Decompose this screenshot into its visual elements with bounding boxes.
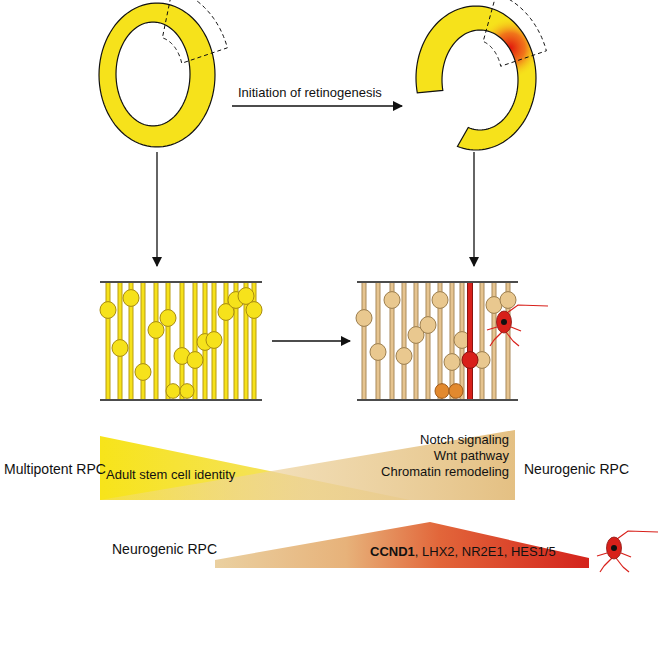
highlight-gene: CCND1: [370, 544, 415, 559]
cell-process: [167, 283, 170, 399]
dendrite: [494, 332, 502, 340]
cell-nucleus: [500, 292, 516, 309]
cell-process: [363, 283, 366, 399]
dendrite: [600, 566, 604, 572]
cell-process: [181, 283, 184, 399]
zoom-arrow: [473, 152, 474, 266]
transition-arrow: [272, 340, 350, 341]
wedge-label: Notch signaling: [420, 432, 509, 447]
zoom-arrow: [156, 152, 157, 266]
cell-nucleus: [166, 384, 180, 399]
cell-process: [480, 283, 485, 399]
cell-process: [107, 283, 110, 399]
wedge-label: Wnt pathway: [434, 448, 509, 463]
cell-panels: [100, 283, 548, 399]
cell-nucleus: [187, 352, 203, 369]
cell-nucleus: [160, 310, 176, 327]
cell-nucleus: [444, 354, 460, 371]
dashed-region: [483, 0, 546, 66]
panel-line: [100, 399, 262, 401]
cell-nucleus: [384, 292, 400, 309]
panel-line: [357, 399, 518, 401]
dendrite: [487, 327, 497, 330]
dendrite: [623, 567, 629, 572]
cell-process: [154, 283, 159, 399]
axon: [507, 305, 548, 313]
cell-nucleus: [135, 364, 151, 381]
axon: [617, 531, 658, 539]
cell-process: [427, 283, 430, 399]
neuron-nucleus: [611, 545, 617, 551]
dendrite: [490, 340, 494, 346]
dendrite: [597, 553, 607, 556]
cell-process: [481, 283, 484, 399]
neurogenic-zone: [416, 6, 536, 150]
cell-process: [194, 283, 197, 399]
cell-process: [155, 283, 158, 399]
optic-vesicle: [99, 3, 215, 147]
wedge-label: Adult stem cell identity: [106, 467, 235, 482]
cell-nucleus: [148, 322, 164, 339]
cell-process: [166, 283, 171, 399]
dendrite: [604, 558, 612, 566]
cell-nucleus: [420, 317, 436, 334]
cell-process: [468, 283, 472, 399]
cell-process: [376, 283, 381, 399]
dashed-region: [162, 0, 227, 63]
gradient-wedge: Notch signalingWnt pathwayChromatin remo…: [100, 430, 515, 500]
cell-process: [142, 283, 145, 399]
cell-nucleus: [449, 384, 463, 399]
wedge-label: Chromatin remodeling: [381, 464, 509, 479]
gene-names: , LHX2, NR2E1, HES1/5: [415, 544, 556, 559]
dendrite: [511, 327, 521, 331]
cell-process: [467, 283, 473, 399]
gene-list: CCND1, LHX2, NR2E1, HES1/5: [370, 544, 556, 559]
panel-line: [357, 281, 518, 283]
cell-nucleus: [370, 344, 386, 361]
cell-process: [403, 283, 406, 399]
cell-nucleus: [356, 310, 372, 327]
cell-process: [451, 283, 454, 399]
optic-cup-outline: [416, 6, 536, 150]
optic-cup: [416, 6, 536, 150]
cell-process: [426, 283, 431, 399]
neuron-soma: [607, 537, 622, 559]
gradient-wedge: CCND1, LHX2, NR2E1, HES1/5: [215, 520, 589, 568]
optic-vesicle: [99, 0, 546, 150]
cell-process: [377, 283, 380, 399]
cell-nucleus: [180, 384, 194, 399]
neuron-soma: [497, 311, 512, 333]
cell-nucleus: [396, 348, 412, 365]
neuron-nucleus: [501, 319, 507, 325]
dendrite: [513, 341, 519, 346]
cell-nucleus: [246, 302, 262, 319]
cell-process: [141, 283, 146, 399]
cell-nucleus: [112, 340, 128, 357]
neuron-icon: [597, 531, 658, 572]
dendrite: [621, 553, 631, 557]
stage-label: Neurogenic RPC: [112, 541, 217, 557]
transition-arrow: [232, 105, 402, 106]
process-label: Initiation of retinogenesis: [238, 85, 382, 100]
cell-nucleus: [100, 302, 116, 319]
cell-nucleus: [206, 332, 222, 349]
cell-process: [180, 283, 185, 399]
cell-nucleus: [123, 290, 139, 307]
cell-process: [225, 283, 228, 399]
cell-nucleus: [462, 352, 478, 369]
cell-nucleus: [432, 292, 448, 309]
cell-process: [402, 283, 407, 399]
cell-process: [106, 283, 111, 399]
stage-label: Neurogenic RPC: [524, 461, 629, 477]
gradient-wedge: Adult stem cell identity: [100, 436, 410, 500]
stage-label: Multipotent RPC: [4, 461, 106, 477]
cell-nucleus: [435, 384, 449, 399]
panel-line: [100, 281, 262, 283]
cell-process: [362, 283, 367, 399]
dendrite: [616, 558, 623, 567]
dendrite: [506, 332, 513, 341]
